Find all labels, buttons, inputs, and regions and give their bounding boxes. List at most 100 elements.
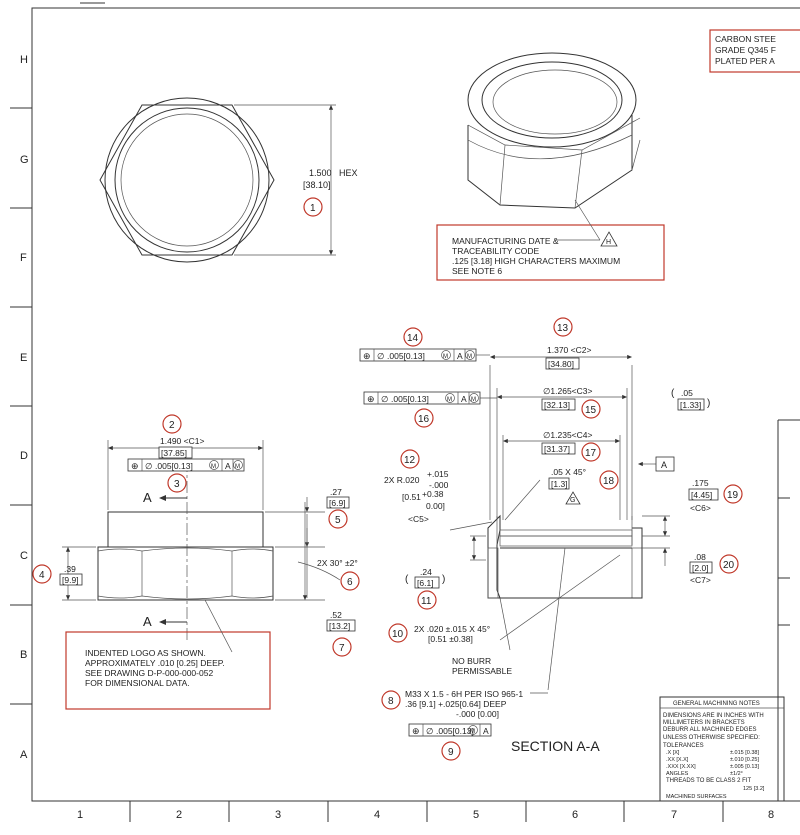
svg-text:TRACEABILITY CODE: TRACEABILITY CODE xyxy=(452,246,540,256)
row-label-h: H xyxy=(20,54,28,66)
hex-dim-unit: HEX xyxy=(339,168,358,178)
svg-text:-.000 [0.00]: -.000 [0.00] xyxy=(456,709,499,719)
svg-text:12: 12 xyxy=(404,455,416,466)
svg-text:.XXX [X.XX]: .XXX [X.XX] xyxy=(666,764,696,770)
col-label-4: 4 xyxy=(374,809,380,821)
column-zones: 1 2 3 4 5 6 7 8 xyxy=(77,801,774,822)
svg-text:3: 3 xyxy=(174,479,180,490)
balloon-2: 2 xyxy=(162,414,182,434)
svg-text:2X 30° ±2°: 2X 30° ±2° xyxy=(317,558,358,568)
svg-text:GENERAL MACHINING NOTES: GENERAL MACHINING NOTES xyxy=(673,701,760,707)
row-label-g: G xyxy=(20,154,29,166)
svg-text:M: M xyxy=(447,397,452,403)
svg-text:CARBON STEE: CARBON STEE xyxy=(715,34,776,44)
svg-text:.36 [9.1] +.025[0.64] DEEP: .36 [9.1] +.025[0.64] DEEP xyxy=(405,699,507,709)
svg-text:[0.51: [0.51 xyxy=(402,492,421,502)
balloon-11: 11 xyxy=(417,590,437,610)
svg-text:.24: .24 xyxy=(420,567,432,577)
isometric-view xyxy=(467,52,641,209)
svg-text:5: 5 xyxy=(335,515,341,526)
balloon-4: 4 xyxy=(32,564,52,584)
svg-text:(: ( xyxy=(405,574,409,585)
balloon-20: 20 xyxy=(719,554,739,574)
svg-text:2: 2 xyxy=(169,420,175,431)
svg-text:2X R.020: 2X R.020 xyxy=(384,475,420,485)
svg-text:8: 8 xyxy=(388,696,394,707)
svg-text:.005[0.13]: .005[0.13] xyxy=(387,351,425,361)
section-dims: 1.370 <C2> [34.80] ∅1.265<C3> [32.13] ∅1… xyxy=(384,345,719,754)
col-label-7: 7 xyxy=(671,809,677,821)
svg-text:A: A xyxy=(661,460,667,470)
fcf-balloon-14: ⊕ ∅ .005[0.13] M A M xyxy=(359,348,477,362)
svg-text:.05 X 45°: .05 X 45° xyxy=(551,467,586,477)
svg-text:∅: ∅ xyxy=(381,394,389,404)
svg-text:[13.2]: [13.2] xyxy=(329,621,350,631)
hex-dim-mm: [38.10] xyxy=(303,180,331,190)
svg-text:4: 4 xyxy=(39,570,45,581)
svg-text:<C7>: <C7> xyxy=(690,575,711,585)
svg-text:1.490 <C1>: 1.490 <C1> xyxy=(160,436,204,446)
balloon-9: 9 xyxy=(441,741,461,761)
svg-text:): ) xyxy=(442,574,445,585)
svg-text:APPROXIMATELY .010 [0.25] DEEP: APPROXIMATELY .010 [0.25] DEEP. xyxy=(85,658,225,668)
svg-text:PLATED PER A: PLATED PER A xyxy=(715,56,775,66)
svg-text:1.370 <C2>: 1.370 <C2> xyxy=(547,345,591,355)
svg-text:17: 17 xyxy=(585,448,597,459)
fcf-balloon-3: ⊕ ∅ .005[0.13] M A M xyxy=(127,458,245,472)
material-note: CARBON STEE GRADE Q345 F PLATED PER A xyxy=(709,29,800,73)
title-block-edge xyxy=(777,419,800,801)
svg-text:18: 18 xyxy=(603,476,615,487)
svg-text:INDENTED LOGO AS SHOWN.: INDENTED LOGO AS SHOWN. xyxy=(85,648,206,658)
col-label-3: 3 xyxy=(275,809,281,821)
balloon-17: 17 xyxy=(581,442,601,462)
hex-top-view: 1.500 HEX [38.10] xyxy=(99,97,358,263)
svg-text:1: 1 xyxy=(310,203,316,214)
general-notes-block: GENERAL MACHINING NOTES DIMENSIONS ARE I… xyxy=(659,696,785,802)
svg-text:[9.9]: [9.9] xyxy=(62,575,79,585)
logo-note: INDENTED LOGO AS SHOWN. APPROXIMATELY .0… xyxy=(65,599,271,710)
svg-text:.39: .39 xyxy=(64,564,76,574)
row-label-b: B xyxy=(20,649,27,661)
svg-text:⊕: ⊕ xyxy=(131,461,139,471)
svg-text:+.015: +.015 xyxy=(427,469,449,479)
svg-text:[1.3]: [1.3] xyxy=(551,479,568,489)
balloon-1: 1 xyxy=(303,197,323,217)
svg-text:DIMENSIONS ARE IN INCHES WITH: DIMENSIONS ARE IN INCHES WITH xyxy=(663,713,764,719)
svg-text:[32.13]: [32.13] xyxy=(544,400,570,410)
balloon-7: 7 xyxy=(332,637,352,657)
svg-text:.005[0.13]: .005[0.13] xyxy=(155,461,193,471)
svg-text:.175: .175 xyxy=(692,478,709,488)
svg-text:±1/2°: ±1/2° xyxy=(730,771,743,777)
section-view: A xyxy=(449,354,675,691)
flag-note-h xyxy=(600,231,618,247)
svg-text:A: A xyxy=(483,726,489,736)
svg-text:.27: .27 xyxy=(330,487,342,497)
svg-text:11: 11 xyxy=(421,596,432,607)
svg-text:M: M xyxy=(211,464,216,470)
svg-text:PERMISSABLE: PERMISSABLE xyxy=(452,666,512,676)
svg-text:M: M xyxy=(471,397,476,403)
side-view: A A 1.490 <C1> [37.85] .39 [9.9] .27 [6.… xyxy=(59,436,358,640)
svg-text:[34.80]: [34.80] xyxy=(548,359,574,369)
balloon-15: 15 xyxy=(581,399,601,419)
svg-text:TOLERANCES: TOLERANCES xyxy=(663,743,704,749)
svg-text:20: 20 xyxy=(723,560,735,571)
svg-text:9: 9 xyxy=(448,747,454,758)
svg-text:2X .020 ±.015 X 45°: 2X .020 ±.015 X 45° xyxy=(414,624,490,634)
svg-text:6: 6 xyxy=(347,577,353,588)
row-label-e: E xyxy=(20,352,27,364)
svg-text:[1.33]: [1.33] xyxy=(680,400,701,410)
svg-text:H: H xyxy=(606,239,611,246)
balloon-14: 14 xyxy=(403,327,423,347)
balloons: 1 2 3 4 5 6 7 8 9 10 11 12 13 14 15 16 1… xyxy=(32,197,743,761)
svg-text:A: A xyxy=(225,461,231,471)
svg-text:M: M xyxy=(470,729,475,735)
drawing-frame xyxy=(31,7,800,802)
svg-text:±.010 [0.25]: ±.010 [0.25] xyxy=(730,757,759,763)
section-marker-top: A xyxy=(143,490,152,505)
col-label-8: 8 xyxy=(768,809,774,821)
row-zones: H G F E D C B A xyxy=(10,54,32,761)
balloon-3: 3 xyxy=(167,473,187,493)
balloon-16: 16 xyxy=(414,408,434,428)
